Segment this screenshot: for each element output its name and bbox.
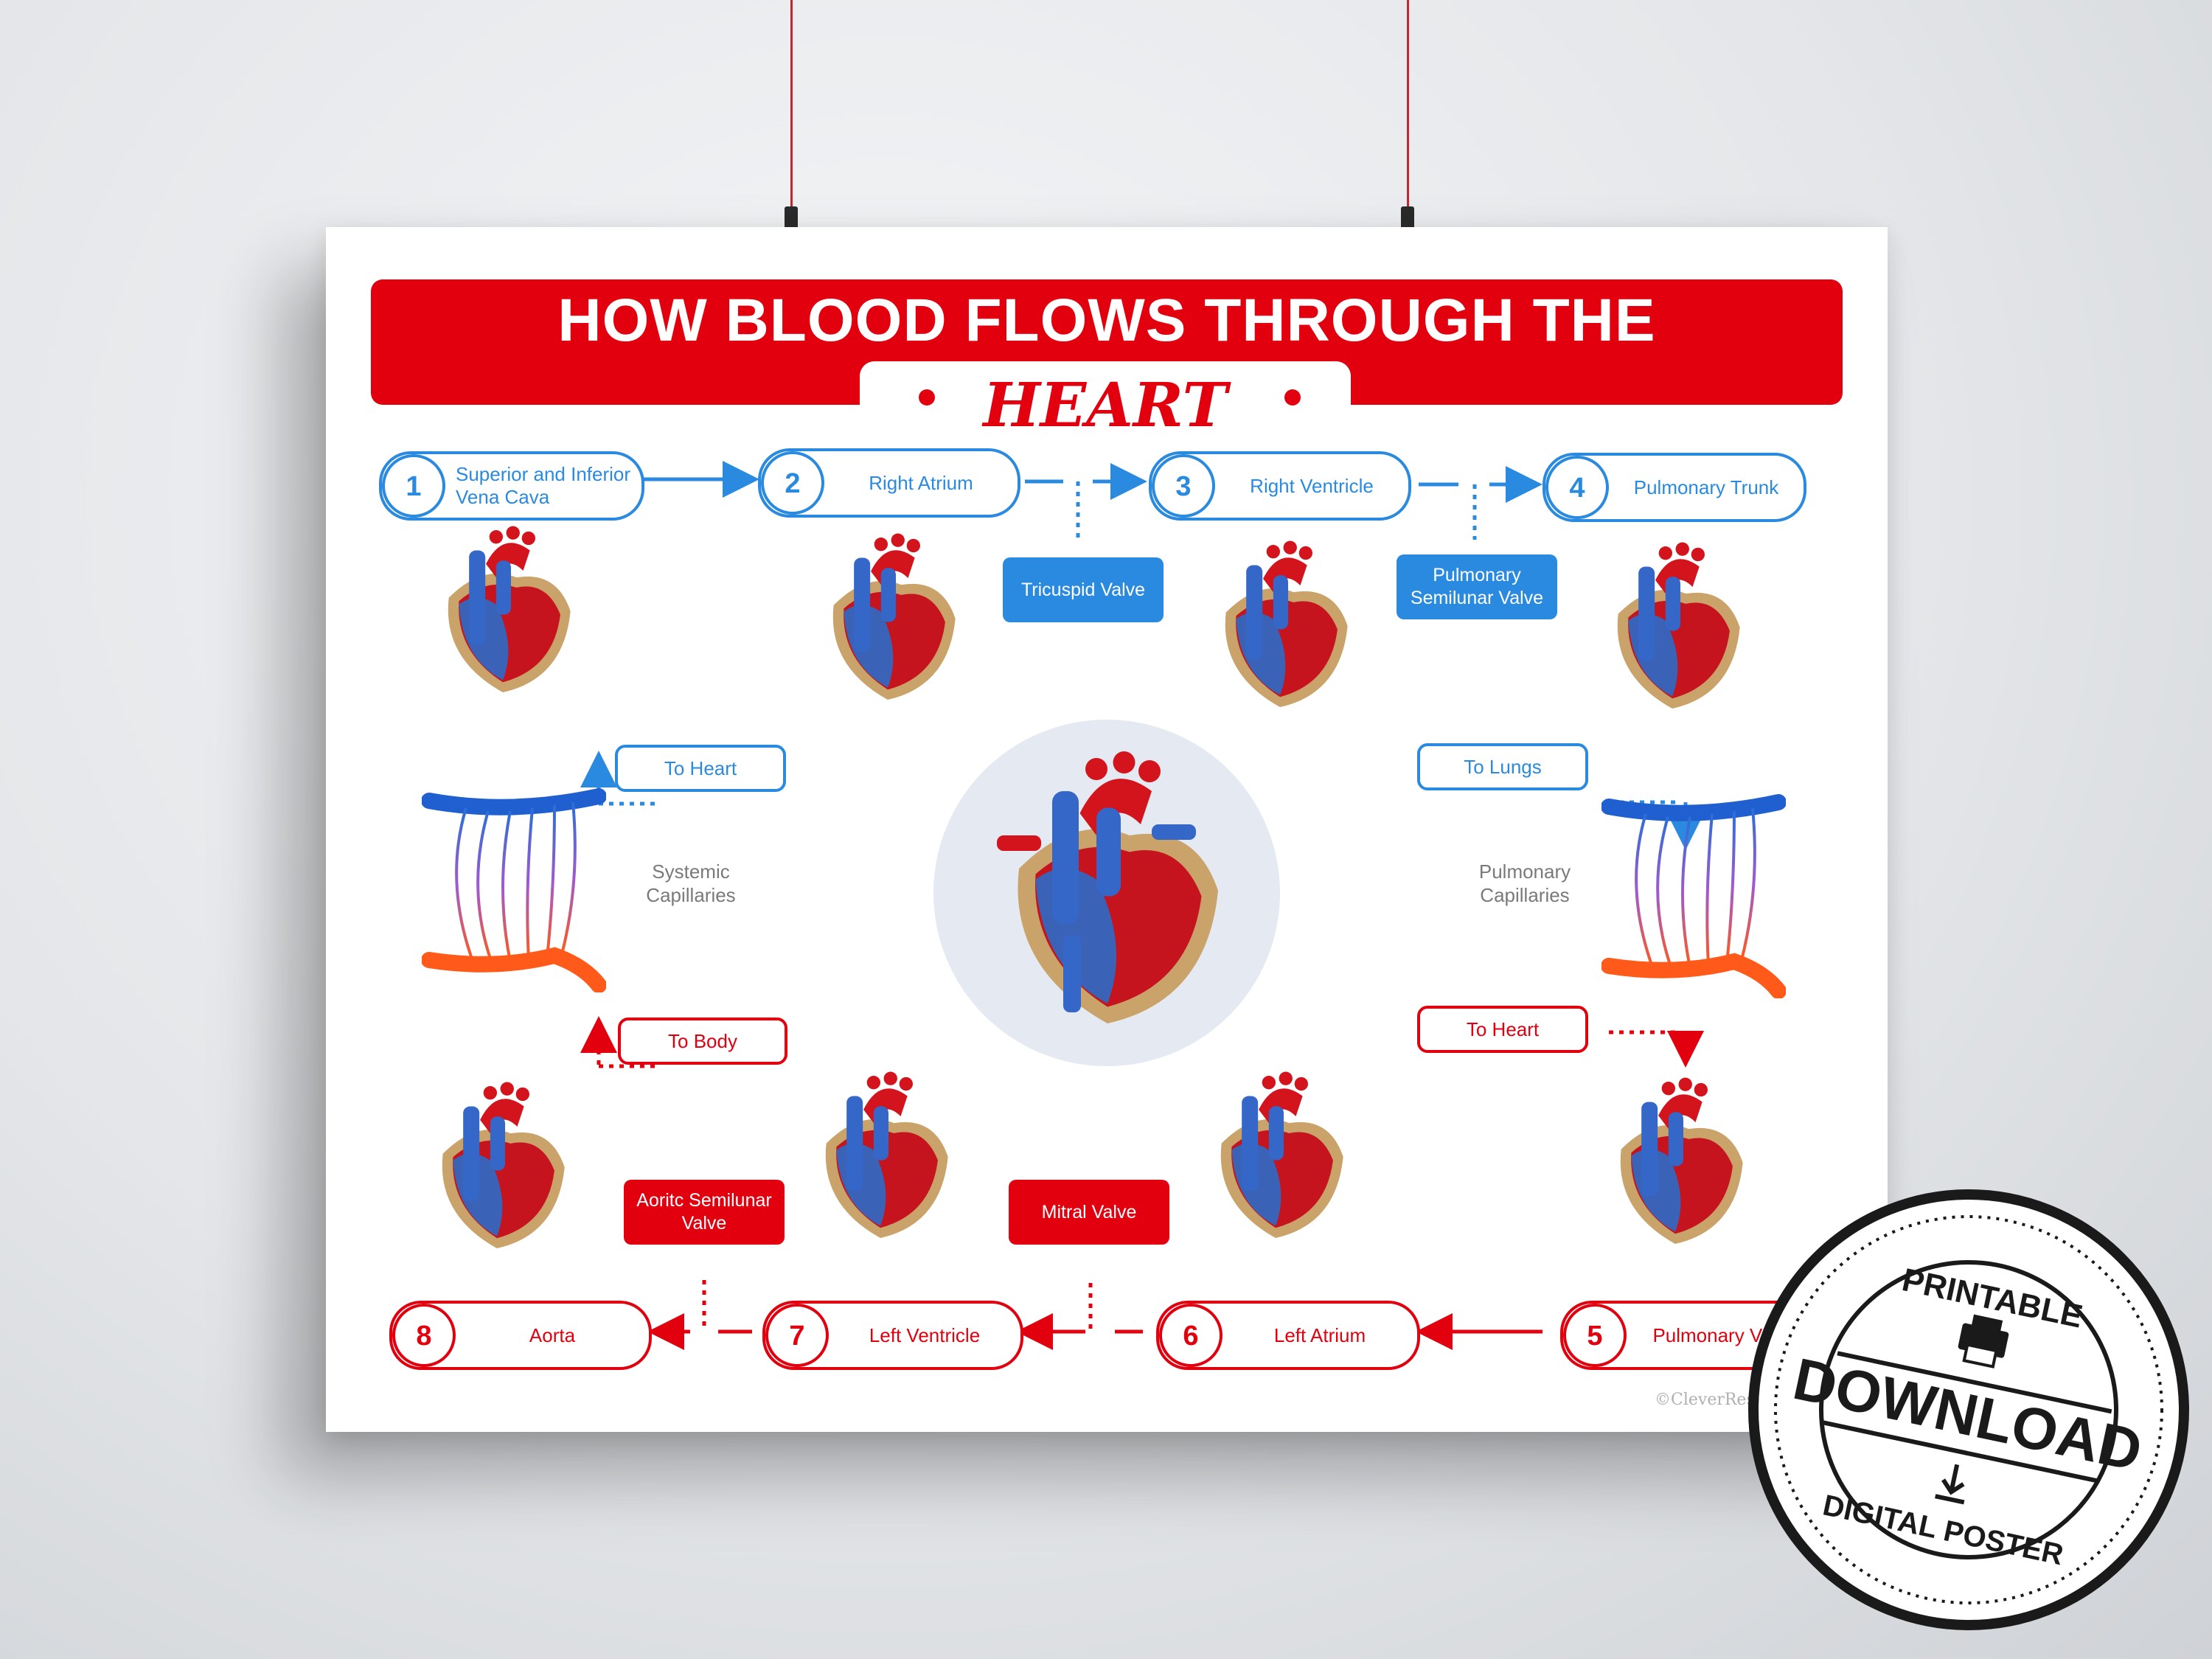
- step-number: 4: [1545, 456, 1609, 519]
- heart-illustration-step-8: [442, 1082, 565, 1248]
- step-number: 6: [1159, 1304, 1222, 1367]
- step-number: 2: [761, 451, 824, 515]
- heart-illustration-step-2: [832, 533, 956, 700]
- step-7-left-ventricle: 7 Left Ventricle: [762, 1301, 1023, 1370]
- heart-illustration-step-1: [448, 526, 571, 692]
- step-number: 3: [1152, 454, 1215, 518]
- step-8-aorta: 8 Aorta: [389, 1301, 652, 1370]
- step-label: Superior and Inferior Vena Cava: [456, 463, 631, 508]
- download-badge: PRINTABLE DOWNLOAD DIGITAL POSTER: [1748, 1189, 2189, 1630]
- label-systemic-capillaries: Systemic Capillaries: [646, 860, 736, 906]
- valve-pulmonary-semilunar: Pulmonary Semilunar Valve: [1397, 554, 1557, 619]
- step-number: 1: [382, 454, 445, 518]
- hanging-wire-left: [790, 0, 793, 214]
- poster-title: HOW BLOOD FLOWS THROUGH THE: [557, 287, 1656, 354]
- valve-aortic-semilunar: Aoritc Semilunar Valve: [624, 1180, 785, 1245]
- step-1-vena-cava: 1 Superior and Inferior Vena Cava: [379, 451, 644, 521]
- poster: HOW BLOOD FLOWS THROUGH THE HEART: [326, 227, 1888, 1432]
- pill-to-heart-pulmonary: To Heart: [1417, 1006, 1588, 1053]
- pill-to-heart-systemic: To Heart: [615, 745, 786, 792]
- heart-illustration-center: [997, 751, 1218, 1023]
- step-4-pulmonary-trunk: 4 Pulmonary Trunk: [1543, 453, 1806, 522]
- systemic-capillaries-illustration: [422, 788, 606, 992]
- step-3-right-ventricle: 3 Right Ventricle: [1149, 451, 1411, 521]
- heart-illustration-step-7: [825, 1071, 948, 1238]
- label-pulmonary-capillaries: Pulmonary Capillaries: [1478, 860, 1571, 906]
- heart-illustration-step-6: [1220, 1071, 1343, 1238]
- title-dot-left: [919, 389, 935, 406]
- printer-icon: [1958, 1314, 2009, 1368]
- title-dot-right: [1284, 389, 1301, 406]
- pill-to-body: To Body: [618, 1018, 787, 1065]
- download-arrow-icon: [1935, 1464, 1965, 1505]
- heart-illustration-step-4: [1617, 542, 1740, 709]
- step-2-right-atrium: 2 Right Atrium: [758, 448, 1020, 518]
- step-label: Right Ventricle: [1250, 474, 1374, 497]
- poster-title-heart: HEART: [983, 370, 1228, 441]
- step-label: Aorta: [529, 1324, 576, 1346]
- step-label: Left Atrium: [1273, 1324, 1366, 1346]
- step-label: Pulmonary Trunk: [1633, 476, 1779, 498]
- title-tab: [860, 361, 1351, 450]
- step-label: Right Atrium: [869, 471, 973, 494]
- step-label: Left Ventricle: [869, 1324, 981, 1346]
- pulmonary-capillaries-illustration: [1601, 794, 1786, 998]
- valve-tricuspid: Tricuspid Valve: [1003, 557, 1164, 622]
- valve-mitral: Mitral Valve: [1009, 1180, 1169, 1245]
- step-number: 7: [765, 1304, 829, 1367]
- heart-illustration-step-3: [1225, 540, 1348, 707]
- step-number: 8: [392, 1304, 456, 1367]
- hanging-wire-right: [1407, 0, 1409, 214]
- step-number: 5: [1563, 1304, 1627, 1367]
- step-6-left-atrium: 6 Left Atrium: [1156, 1301, 1420, 1370]
- pill-to-lungs: To Lungs: [1417, 743, 1588, 790]
- heart-illustration-step-5: [1620, 1077, 1743, 1244]
